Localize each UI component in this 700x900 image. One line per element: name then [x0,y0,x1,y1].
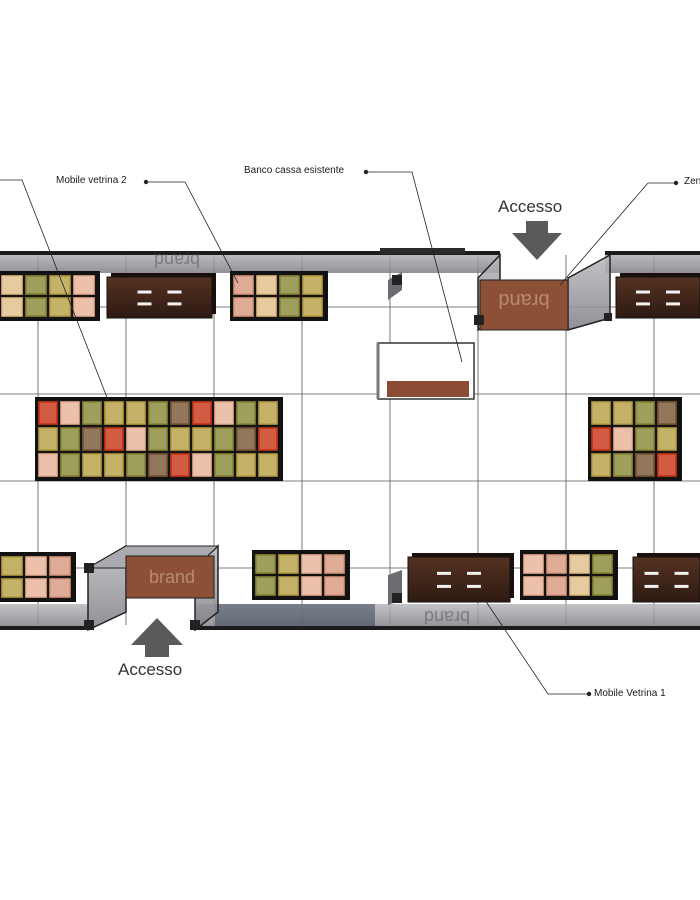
brand-panel-bottom [125,555,215,599]
leader-dots [143,169,679,697]
leader-lines [0,171,676,695]
label-banco-cassa-esistente: Banco cassa esistente [244,165,345,176]
product-shelf [35,397,283,481]
product-shelves [0,271,682,602]
bottom-wall: brand [0,604,700,630]
entrance-arrow-down-icon [512,221,562,260]
product-shelf [520,550,618,600]
label-zen: Zen [684,176,700,187]
product-shelf [230,271,328,321]
wood-cabinet [106,273,216,319]
wood-cabinet [632,553,700,603]
entrance-arrow-up-icon [131,618,183,657]
wood-cabinets [106,273,700,603]
product-shelf [252,550,350,600]
brand-sign-bottom: brand [149,567,195,587]
label-mobile-vetrina-1: Mobile Vetrina 1 [594,688,666,699]
label-accesso-top: Accesso [498,197,563,216]
product-shelf [0,271,100,321]
top-wall: brand [0,248,700,273]
product-shelf [588,397,682,481]
svg-text:brand: brand [424,607,470,627]
wood-cabinet [407,553,514,603]
product-shelf [0,552,76,602]
bottom-entrance: brand [84,544,220,657]
cash-counter [376,342,475,400]
svg-text:brand: brand [154,250,200,270]
top-entrance: brand [474,221,612,332]
brand-panel-top [479,279,569,331]
wood-cabinet [615,273,700,319]
glass-partitions [388,272,402,605]
label-accesso-bottom: Accesso [118,660,183,679]
label-mobile-vetrina-2: Mobile vetrina 2 [56,175,127,186]
brand-sign-top: brand [498,289,549,311]
